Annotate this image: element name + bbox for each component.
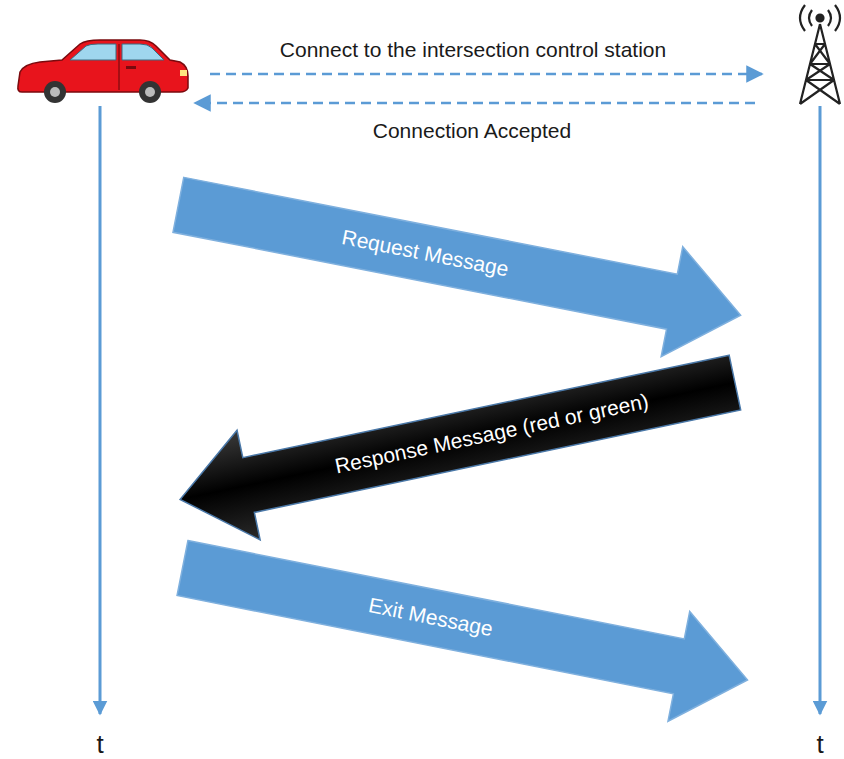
car-door-line [118,44,119,90]
message-arrow: Exit Message [172,513,759,735]
time-axis-label: t [96,729,103,759]
arrow-text-slot: Response Message (red or green) [237,328,746,540]
car-window [122,44,164,60]
fat-arrow-outline [168,328,746,555]
car-body [18,40,188,92]
tower-lattice [800,24,840,104]
car-wheel [44,81,66,103]
car-handle [126,66,136,69]
arrow-text-slot: Request Message [167,150,682,357]
car-icon [18,40,188,103]
fat-arrow-outline [167,150,751,370]
dashed-arrow [195,102,755,105]
message-arrow: Request Message [167,150,751,370]
message-label: Exit Message [367,593,495,641]
message-arrow: Response Message (red or green) [168,328,746,555]
lifeline [819,106,822,714]
car-hub [145,87,155,97]
tower-antenna [817,15,824,22]
car-wheel [139,81,161,103]
car-hub [50,87,60,97]
arrow-text-slot: Exit Message [172,513,690,721]
fat-arrow-outline [172,513,759,735]
message-label: Request Message [339,225,510,281]
time-axis-label: t [816,729,823,759]
radio-tower-icon [800,5,840,104]
lifeline [99,106,102,714]
handshake-label: Connection Accepted [373,119,571,143]
message-label: Response Message (red or green) [332,389,650,478]
dashed-arrow [210,73,762,76]
handshake-label: Connect to the intersection control stat… [280,38,666,62]
car-light [180,70,187,76]
car-window [70,44,116,60]
